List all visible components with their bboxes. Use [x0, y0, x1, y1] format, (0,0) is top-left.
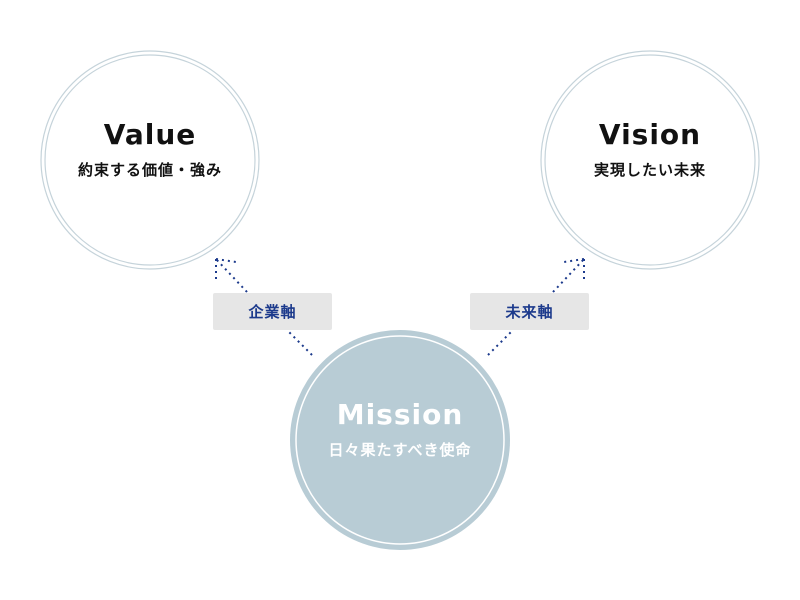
value-title: Value: [103, 118, 197, 151]
company-axis-label: 企業軸: [213, 293, 332, 330]
vision-text: Vision 実現したい未来: [540, 118, 760, 180]
value-circle: [40, 50, 260, 270]
value-subtitle: 約束する価値・強み: [77, 161, 222, 179]
vision-circle: [540, 50, 760, 270]
value-text: Value 約束する価値・強み: [40, 118, 260, 180]
mission-circle: [290, 330, 510, 550]
right-arrow: [487, 258, 585, 356]
mission-text: Mission 日々果たすべき使命: [290, 398, 510, 460]
mission-subtitle: 日々果たすべき使命: [328, 441, 472, 459]
mission-title: Mission: [336, 398, 464, 431]
vision-subtitle: 実現したい未来: [593, 161, 706, 179]
vision-title: Vision: [598, 118, 702, 151]
future-axis-label: 未来軸: [470, 293, 589, 330]
left-arrow: [215, 258, 313, 356]
